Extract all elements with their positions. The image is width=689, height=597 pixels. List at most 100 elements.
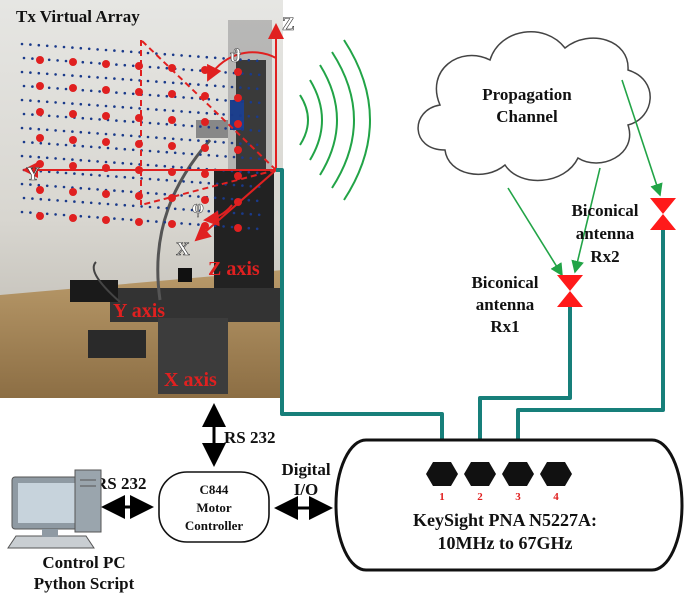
array-dot — [180, 194, 183, 197]
array-dot — [56, 115, 59, 118]
array-dot — [230, 113, 234, 117]
array-dot — [87, 159, 91, 163]
array-dot — [31, 85, 34, 88]
array-dot — [129, 106, 133, 110]
array-dot — [29, 71, 32, 74]
array-dot — [96, 188, 99, 191]
array-dot — [222, 85, 225, 88]
rs232-top-label: RS 232 — [224, 428, 275, 447]
array-dot — [207, 97, 211, 101]
pc-line1: Control PC — [42, 553, 125, 572]
array-dot — [45, 156, 49, 160]
array-dot — [171, 109, 175, 113]
array-dot — [37, 127, 41, 131]
array-dot — [129, 50, 133, 54]
array-red-dot — [234, 68, 242, 76]
array-dot — [71, 46, 74, 49]
array-dot — [106, 174, 110, 178]
port-4-label: 4 — [553, 491, 559, 503]
array-dot — [131, 64, 135, 68]
array-dot — [104, 104, 108, 108]
array-red-dot — [69, 58, 77, 66]
array-dot — [146, 51, 150, 55]
array-red-dot — [234, 172, 242, 180]
array-dot — [255, 59, 259, 63]
array-dot — [157, 206, 160, 209]
array-dot — [232, 127, 236, 131]
array-dot — [155, 164, 158, 167]
array-dot — [79, 46, 83, 50]
array-dot — [249, 72, 253, 76]
port-2-label: 2 — [477, 491, 483, 503]
array-dot — [247, 226, 251, 230]
rx1-line1: Biconical — [471, 273, 538, 292]
array-dot — [188, 82, 192, 86]
array-dot — [239, 86, 242, 89]
array-dot — [54, 129, 57, 132]
array-dot — [62, 45, 66, 49]
array-dot — [31, 141, 34, 144]
array-dot — [163, 108, 167, 112]
array-red-dot — [69, 214, 77, 222]
array-red-dot — [102, 190, 110, 198]
array-dot — [71, 130, 74, 133]
array-dot — [113, 105, 116, 108]
array-dot — [96, 132, 99, 135]
array-dot — [45, 72, 49, 76]
controller-line1: C844 — [200, 482, 229, 497]
array-dot — [157, 178, 160, 181]
array-red-dot — [69, 188, 77, 196]
array-dot — [113, 161, 116, 164]
array-dot — [148, 93, 152, 97]
array-dot — [37, 71, 41, 75]
array-dot — [64, 59, 68, 63]
array-dot — [165, 178, 169, 182]
array-red-dot — [102, 86, 110, 94]
port-1-icon — [426, 462, 458, 486]
array-dot — [20, 154, 24, 158]
array-dot — [241, 184, 244, 187]
array-dot — [115, 63, 118, 66]
array-dot — [81, 60, 85, 64]
array-dot — [123, 91, 127, 95]
array-dot — [62, 185, 66, 189]
array-dot — [20, 126, 24, 130]
array-dot — [56, 87, 59, 90]
array-dot — [45, 100, 49, 104]
array-dot — [115, 203, 118, 206]
array-dot — [131, 204, 135, 208]
pna-line2: 10MHz to 67GHz — [438, 533, 573, 553]
array-dot — [22, 56, 26, 60]
array-dot — [197, 223, 200, 226]
array-dot — [247, 86, 251, 90]
port-2-icon — [464, 462, 496, 486]
array-red-dot — [102, 138, 110, 146]
array-dot — [232, 183, 236, 187]
array-dot — [87, 75, 91, 79]
array-dot — [188, 222, 192, 226]
array-dot — [197, 195, 200, 198]
array-dot — [255, 227, 259, 231]
x-axis-label: X axis — [164, 369, 217, 391]
array-dot — [79, 158, 83, 162]
array-dot — [64, 87, 68, 91]
array-dot — [29, 211, 32, 214]
array-dot — [62, 213, 66, 217]
array-dot — [47, 86, 51, 90]
array-dot — [257, 157, 261, 161]
array-dot — [121, 49, 125, 53]
array-dot — [215, 98, 219, 102]
array-dot — [79, 214, 83, 218]
array-red-dot — [168, 116, 176, 124]
array-dot — [255, 87, 259, 91]
array-dot — [37, 99, 41, 103]
array-dot — [47, 114, 51, 118]
array-dot — [190, 180, 194, 184]
array-dot — [241, 128, 244, 131]
array-dot — [205, 55, 209, 59]
array-dot — [31, 197, 34, 200]
array-dot — [87, 47, 91, 51]
array-red-dot — [168, 220, 176, 228]
array-dot — [249, 128, 253, 132]
array-dot — [104, 132, 108, 136]
